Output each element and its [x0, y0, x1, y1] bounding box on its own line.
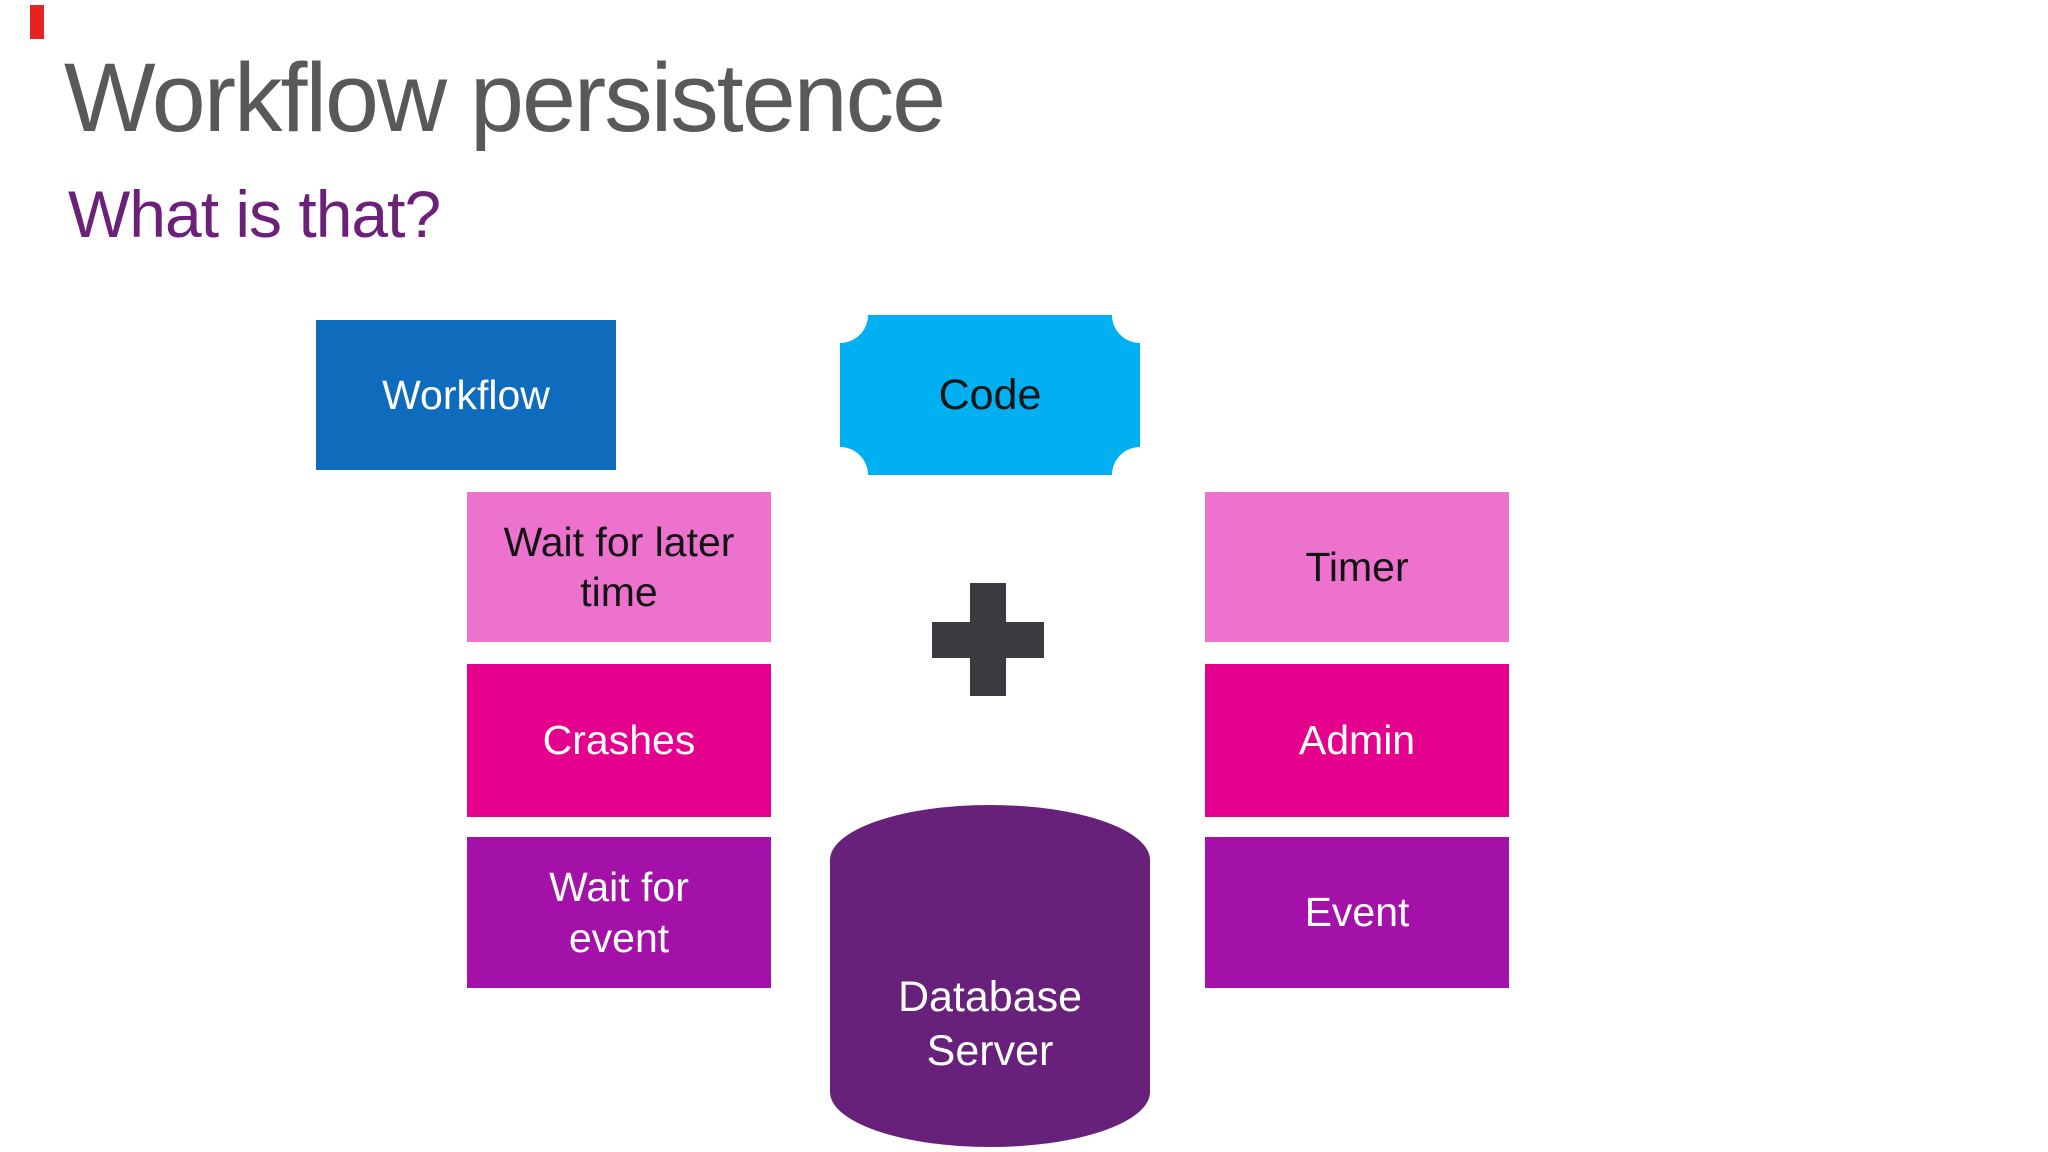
wait-later-time-box: Wait for later time	[467, 492, 771, 642]
event-box: Event	[1205, 837, 1509, 988]
timer-box: Timer	[1205, 492, 1509, 642]
admin-label: Admin	[1298, 717, 1416, 764]
crashes-box: Crashes	[467, 664, 771, 817]
wait-event-box: Wait for event	[467, 837, 771, 988]
workflow-box: Workflow	[316, 320, 616, 470]
plus-icon	[932, 583, 1044, 696]
database-label: Database Server	[897, 973, 1083, 1075]
cylinder-shape-icon	[830, 805, 1150, 1147]
database-cylinder: Database Server	[830, 805, 1150, 1147]
wait-event-label: Wait for event	[549, 864, 689, 961]
page-subtitle: What is that?	[68, 177, 441, 251]
event-label: Event	[1304, 889, 1410, 936]
admin-box: Admin	[1205, 664, 1509, 817]
wait-later-time-label: Wait for later time	[503, 518, 735, 615]
workflow-box-label: Workflow	[382, 371, 550, 418]
crashes-label: Crashes	[542, 717, 696, 764]
page-title: Workflow persistence	[64, 43, 946, 152]
timer-label: Timer	[1305, 543, 1409, 590]
code-label: Code	[938, 370, 1042, 419]
plaque-shape-icon	[840, 315, 1140, 475]
code-plaque: Code	[840, 315, 1140, 475]
red-artifact-mark	[30, 5, 44, 39]
